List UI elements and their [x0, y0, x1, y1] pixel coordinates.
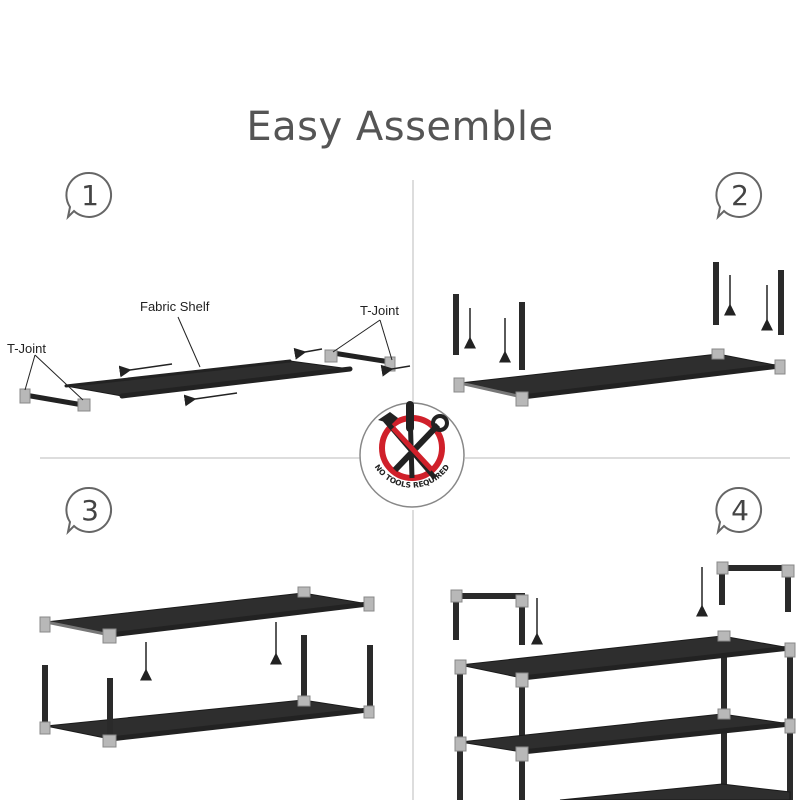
- step-3-badge: 3: [65, 486, 113, 536]
- t-joint-label-right: T-Joint: [360, 303, 399, 318]
- step-4-number: 4: [731, 494, 749, 527]
- step-4-badge: 4: [715, 486, 763, 536]
- page-title: Easy Assemble: [246, 104, 554, 150]
- step-3-number: 3: [81, 494, 99, 527]
- step-2-number: 2: [731, 179, 749, 212]
- t-joint-label-left: T-Joint: [7, 341, 46, 356]
- no-tools-required-badge: NO TOOLS REQUIRED: [359, 401, 465, 508]
- step-1-illustration: Fabric Shelf T-Joint T-Joint: [7, 299, 411, 412]
- step-2-badge: 2: [715, 171, 763, 221]
- no-tools-icon: [378, 401, 449, 481]
- step-3-illustration: [39, 586, 375, 748]
- fabric-shelf-label: Fabric Shelf: [140, 299, 210, 314]
- step-1-badge: 1: [65, 171, 113, 221]
- step-2-illustration: [453, 262, 786, 407]
- step-4-illustration: [450, 561, 796, 800]
- fabric-shelf: [65, 360, 351, 397]
- step-1-number: 1: [81, 179, 99, 212]
